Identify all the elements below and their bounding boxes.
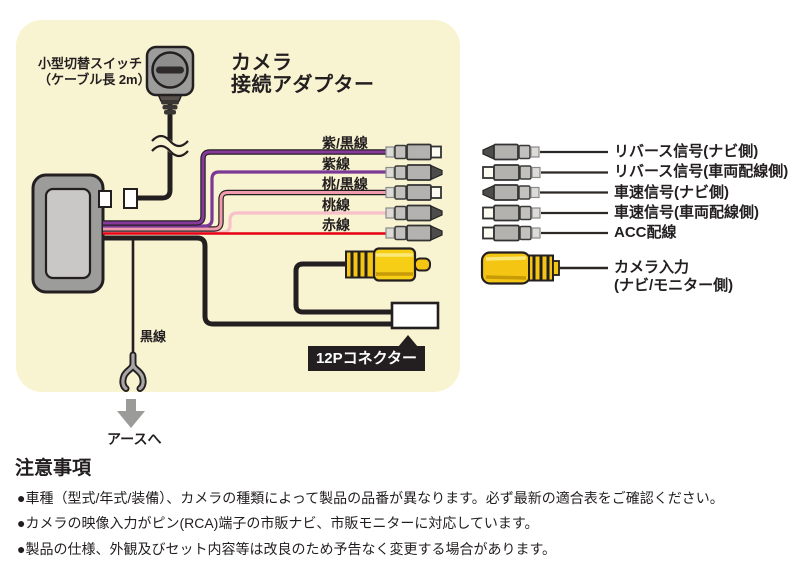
navi-terminal-male-icon <box>482 184 608 201</box>
rca-cable <box>293 261 393 315</box>
wire-label-pink: 桃線 <box>322 197 350 213</box>
navi-terminal-male-icon <box>482 143 608 161</box>
label-camera-input-line1: カメラ入力 <box>614 259 690 276</box>
label-acc-wiring: ACC配線 <box>614 224 677 241</box>
callout-pointer <box>398 335 418 347</box>
label-reverse-signal-navi: リバース信号(ナビ側) <box>614 143 759 160</box>
switch-connector-pair <box>98 188 138 209</box>
notes-heading: 注意事項 <box>15 458 92 479</box>
diagram-title-line2: 接続アダプター <box>231 74 375 96</box>
wire-terminal-male-icon <box>385 164 443 181</box>
rca-jack-icon <box>480 251 608 285</box>
label-camera-input-line2: (ナビ/モニター側) <box>614 277 734 294</box>
vehicle-terminal-female-icon <box>482 164 608 181</box>
rca-plug-icon <box>345 247 431 282</box>
wire-label-purple: 紫線 <box>322 156 350 172</box>
wire-terminal-male-icon <box>385 204 443 222</box>
label-speed-signal-navi: 車速信号(ナビ側) <box>614 184 729 201</box>
ground-terminal-icon <box>119 351 147 392</box>
wire-label-red: 赤線 <box>322 217 350 233</box>
12p-connector-box <box>390 301 440 330</box>
notes-list: ●車種（型式/年式/装備）、カメラの種類によって製品の品番が異なります。必ず最新… <box>17 486 724 562</box>
label-speed-signal-vehicle: 車速信号(車両配線側) <box>614 204 759 221</box>
switch-label: 小型切替スイッチ （ケーブル長 2m） <box>38 56 151 87</box>
wire-label-purple-black: 紫/黒線 <box>322 135 368 151</box>
vehicle-terminal-female-icon <box>482 204 608 222</box>
wire-terminal-female-icon <box>385 143 442 161</box>
diagram-title: カメラ 接続アダプター <box>231 52 375 96</box>
switch-label-line2: （ケーブル長 2m） <box>38 71 151 87</box>
note-item: ●製品の仕様、外観及びセット内容等は改良のため予告なく変更する場合があります。 <box>17 540 557 557</box>
toggle-switch-icon <box>145 45 195 115</box>
ground-label: アースへ <box>107 431 162 447</box>
wire-terminal-male-icon <box>385 224 443 242</box>
black-wire-label: 黒線 <box>140 329 167 344</box>
main-cable <box>103 235 393 327</box>
note-item: ●車種（型式/年式/装備）、カメラの種類によって製品の品番が異なります。必ず最新… <box>17 490 724 506</box>
acc-terminal-female-icon <box>482 224 608 242</box>
note-item: ●カメラの映像入力がピン(RCA)端子の市販ナビ、市販モニターに対応しています。 <box>17 515 539 532</box>
switch-label-line1: 小型切替スイッチ <box>38 56 143 71</box>
switch-cable <box>137 92 192 201</box>
wire-label-pink-black: 桃/黒線 <box>322 176 368 192</box>
down-arrow-icon <box>117 399 145 428</box>
diagram-title-line1: カメラ <box>231 52 293 74</box>
wire-harness <box>103 149 387 235</box>
label-reverse-signal-vehicle: リバース信号(車両配線側) <box>614 163 789 180</box>
12p-connector-callout: 12Pコネクター <box>308 346 425 371</box>
adapter-unit <box>31 173 105 294</box>
wire-terminal-female-icon <box>385 184 442 201</box>
